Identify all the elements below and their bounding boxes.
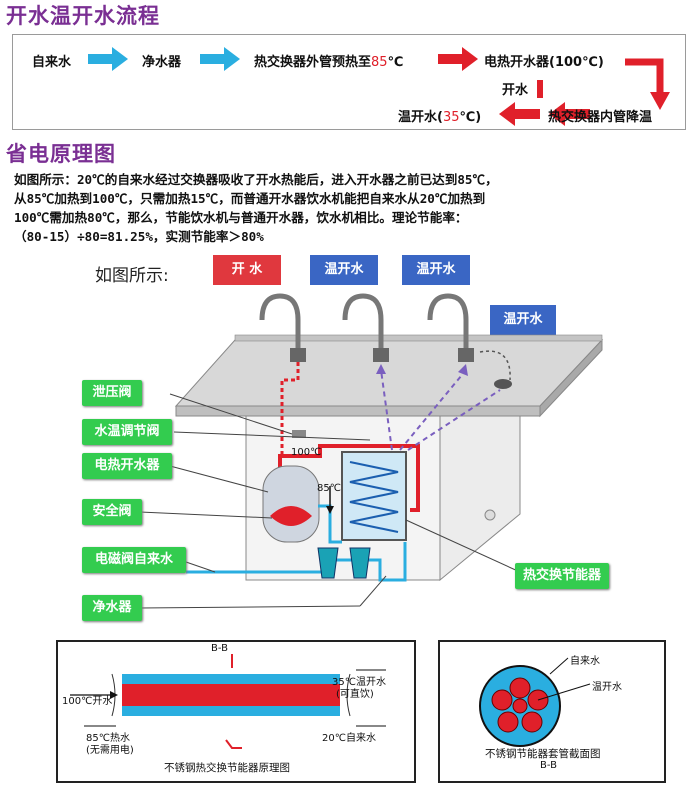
leader-lines xyxy=(139,393,521,609)
flow-step-warm: 温开水(35℃) xyxy=(398,110,482,125)
flow-step-tapwater: 自来水 xyxy=(32,55,72,70)
arrow-red-corner xyxy=(625,58,664,95)
principle-text: 如图所示：20℃的自来水经过交换器吸收了开水热能后，进入开水器之前已达到85℃，… xyxy=(14,170,694,246)
tag-boiling-water: 开 水 xyxy=(213,255,281,285)
label-85-hot: 85℃热水 xyxy=(86,733,130,744)
red-hot-pipe xyxy=(278,444,420,512)
flow-step-purifier: 净水器 xyxy=(142,55,182,70)
path-arrow-2 xyxy=(458,364,468,376)
flow-title: 开水温开水流程 xyxy=(6,4,160,28)
cross-section-caption: 不锈钢节能器套管截面图 xyxy=(485,748,601,760)
purifier-cartridges xyxy=(317,547,371,579)
heater-tank xyxy=(262,465,320,543)
arrow-cyan-2 xyxy=(200,47,240,71)
principle-line-3: 100℃需加热80℃，那么，节能饮水机与普通开水器，饮水机相比。理论节能率： xyxy=(14,210,468,225)
flow-box xyxy=(12,34,686,130)
exchanger-principle-drawing xyxy=(70,654,386,749)
tag-warm-water-3: 温开水 xyxy=(490,305,556,335)
arrow-red-left-1 xyxy=(549,102,590,126)
cross-section-drawing xyxy=(479,657,591,747)
temp-85-label: 85℃ xyxy=(317,483,341,494)
path-arrow-1 xyxy=(376,364,386,374)
flow-step-cooling: 热交换器内管降温 xyxy=(548,110,653,125)
exchanger-principle-caption: 不锈钢热交换节能器原理图 xyxy=(164,762,290,774)
label-solenoid-valve: 电磁阀自来水 xyxy=(82,547,186,573)
flow-arrows xyxy=(88,47,670,126)
label-relief-valve: 泄压阀 xyxy=(82,380,142,406)
heat-exchanger xyxy=(341,451,407,541)
faucet-4 xyxy=(494,379,512,389)
arrow-85-head xyxy=(326,506,334,514)
counter-top xyxy=(174,334,604,418)
arrow-cyan-1 xyxy=(88,47,128,71)
cross-section-box xyxy=(438,640,666,783)
path-arc xyxy=(479,350,511,381)
tag-warm-water-2: 温开水 xyxy=(402,255,470,285)
temp-valve-body xyxy=(292,430,306,438)
label-cross-warm: 温开水 xyxy=(592,682,622,693)
label-heat-exchanger: 热交换节能器 xyxy=(515,563,609,589)
faucet-1 xyxy=(259,293,306,362)
faucet-3 xyxy=(427,293,474,362)
principle-line-2: 从85℃加热到100℃，只需加热15℃，而普通开水器饮水机能把自来水从20℃加热… xyxy=(14,191,486,206)
blue-pipe-2 xyxy=(318,504,342,544)
label-20-tap: 20℃自来水 xyxy=(322,733,376,744)
flow-step-boiling: 开水 xyxy=(502,83,529,98)
diagram-caption: 如图所示: xyxy=(95,266,169,286)
label-purifier: 净水器 xyxy=(82,595,142,621)
red-hot-pipe-up xyxy=(280,362,300,456)
arrow-red-corner-head xyxy=(650,92,670,110)
arrow-red-1 xyxy=(438,47,478,71)
arrow-red-left-2 xyxy=(499,102,540,126)
machine-diagram xyxy=(139,293,604,609)
label-no-electric: (无需用电) xyxy=(86,745,134,756)
label-100-boiling: 100℃开水 xyxy=(62,696,113,707)
section-bb-right: B-B xyxy=(540,760,557,771)
label-temp-valve: 水温调节阀 xyxy=(82,419,172,445)
principle-title: 省电原理图 xyxy=(6,142,116,166)
temp-100-label: 100℃ xyxy=(291,447,322,458)
exchanger-principle-box xyxy=(56,640,416,783)
label-safety-valve: 安全阀 xyxy=(82,499,142,525)
label-cross-tap: 自来水 xyxy=(570,656,600,667)
faucet-2 xyxy=(342,293,389,362)
section-bb-left: B-B xyxy=(211,643,228,654)
tag-warm-water-1: 温开水 xyxy=(310,255,378,285)
label-drinkable: (可直饮) xyxy=(336,689,374,700)
principle-line-4: （80-15）÷80=81.25%，实测节能率＞80% xyxy=(14,229,264,244)
warm-water-paths xyxy=(380,369,501,451)
label-35-warm: 35℃温开水 xyxy=(332,677,386,688)
flow-step-heater: 电热开水器(100℃) xyxy=(484,55,604,70)
label-electric-heater: 电热开水器 xyxy=(82,453,172,479)
principle-line-1: 如图所示：20℃的自来水经过交换器吸收了开水热能后，进入开水器之前已达到85℃， xyxy=(14,172,498,187)
flow-step-preheat: 热交换器外管预热至85℃ xyxy=(254,55,404,70)
